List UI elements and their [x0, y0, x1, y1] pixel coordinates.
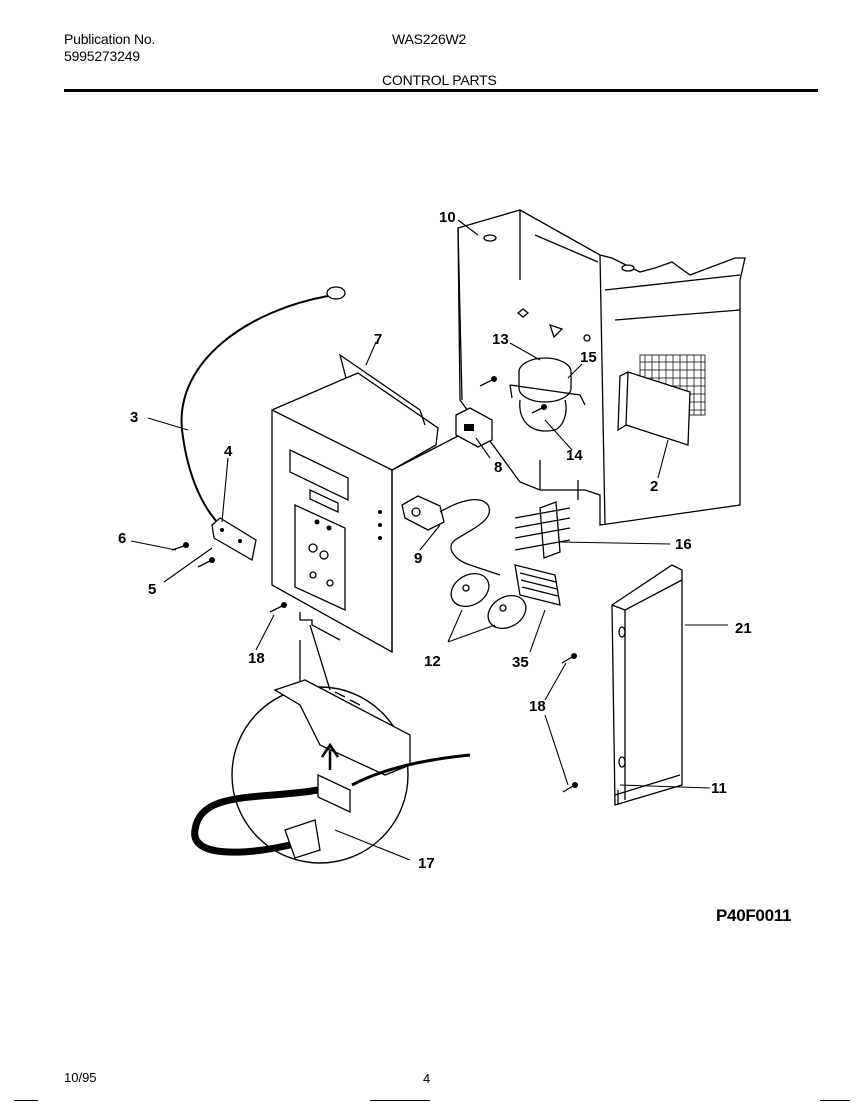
callout-11: 11: [711, 780, 727, 797]
header-rule: [64, 89, 818, 92]
callout-21: 21: [735, 620, 752, 637]
callout-8: 8: [494, 459, 502, 476]
ground-wire: [180, 286, 346, 526]
callout-6: 6: [118, 530, 126, 547]
callout-18-left: 18: [248, 650, 265, 667]
figure-code: P40F0011: [716, 906, 792, 925]
callout-2: 2: [650, 478, 658, 495]
callout-4: 4: [224, 443, 233, 460]
section-title: CONTROL PARTS: [382, 72, 497, 88]
page-number: 4: [423, 1071, 431, 1086]
terminal-block: [211, 517, 257, 562]
control-switch: [455, 407, 493, 448]
heater-element: [514, 564, 561, 606]
publication-label: Publication No.: [64, 31, 156, 47]
callout-14: 14: [566, 447, 583, 464]
callout-18-right: 18: [529, 698, 546, 715]
capacitor-assembly: [509, 357, 586, 432]
callout-labels: 10 7 13 15 3 4 8 14 2 6 5 9 16 12 35 21 …: [118, 209, 752, 872]
power-cord-detail: [191, 624, 471, 864]
callout-9: 9: [414, 550, 422, 567]
leader-lines: [130, 219, 728, 861]
callout-13: 13: [492, 331, 509, 348]
callout-3: 3: [130, 409, 138, 426]
label-card: [617, 371, 691, 446]
callout-35: 35: [512, 654, 529, 671]
thermostat: [401, 495, 501, 576]
footer-date: 10/95: [64, 1070, 97, 1085]
callout-17: 17: [418, 855, 435, 872]
rear-bracket-panel: [457, 209, 746, 526]
control-knobs: [450, 572, 527, 630]
model-number: WAS226W2: [392, 31, 467, 47]
callout-5: 5: [148, 581, 156, 598]
callout-12: 12: [424, 653, 441, 670]
callout-15: 15: [580, 349, 597, 366]
callout-7: 7: [374, 331, 382, 348]
callout-16: 16: [675, 536, 692, 553]
wire-terminal: [514, 501, 571, 559]
front-cover-panel: [611, 564, 683, 806]
control-box-housing: [271, 353, 461, 654]
publication-number: 5995273249: [64, 48, 140, 64]
screws: [171, 376, 578, 793]
callout-10: 10: [439, 209, 456, 226]
